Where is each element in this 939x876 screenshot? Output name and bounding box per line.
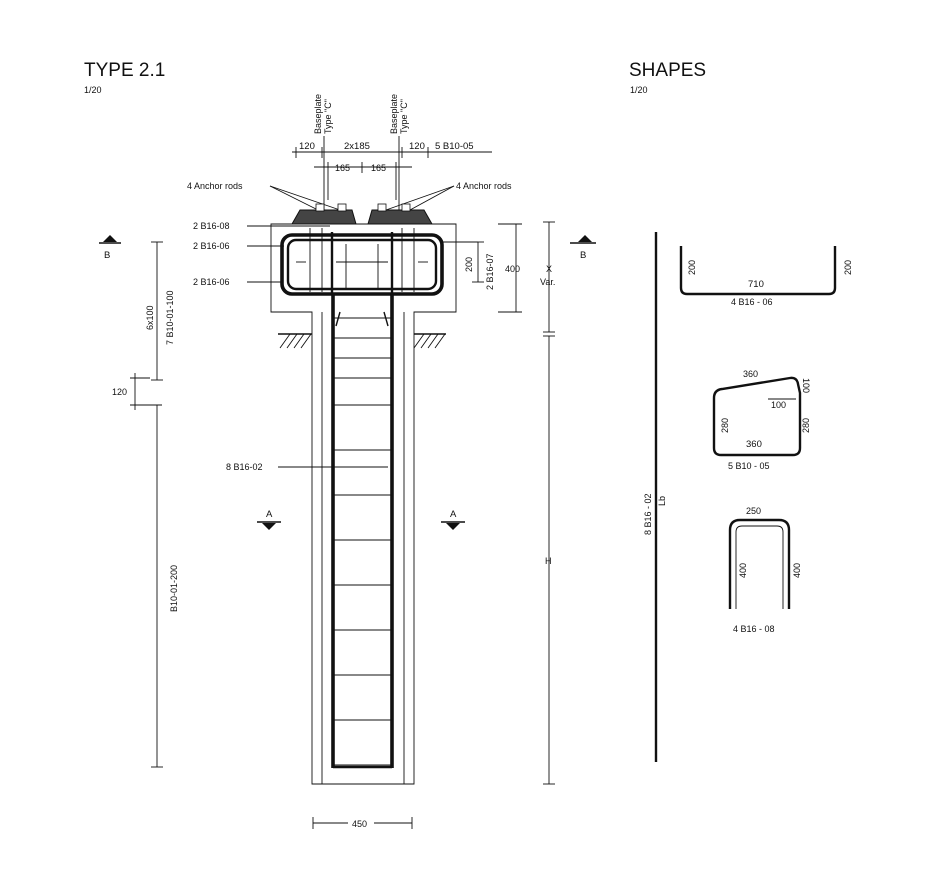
u-bar-left-dim: 200 bbox=[687, 260, 697, 275]
stirrup-left-dim: 280 bbox=[720, 418, 730, 433]
cap-dim-x bbox=[543, 221, 555, 333]
column-main-bars bbox=[331, 288, 394, 769]
u-bar-label: 4 B16 - 06 bbox=[731, 297, 773, 307]
dim-120-right: 120 bbox=[409, 141, 425, 152]
label-2-b16-07: 2 B16-07 bbox=[485, 253, 495, 290]
height-dimension bbox=[543, 335, 555, 785]
var-label: Var. bbox=[540, 277, 555, 287]
dim-2x185: 2x185 bbox=[344, 141, 370, 152]
u-bar-shape bbox=[679, 246, 837, 296]
stirrup-top-label: 7 B10-01-100 bbox=[165, 290, 175, 345]
hook-bar-right-dim: 400 bbox=[792, 563, 802, 578]
dim-120-left: 120 bbox=[299, 141, 315, 152]
baseplate-right-label: Baseplate Type "C" bbox=[389, 94, 409, 215]
label-2-b16-06-bottom: 2 B16-06 bbox=[193, 277, 230, 287]
stirrup-label: 5 B10 - 05 bbox=[728, 461, 770, 471]
dim-450: 450 bbox=[352, 819, 367, 829]
stirrup-top-count: 6x100 bbox=[145, 305, 155, 330]
section-b-right-marker bbox=[570, 235, 596, 244]
section-b-right-label: B bbox=[580, 250, 586, 261]
ground-hatch-left bbox=[278, 333, 312, 349]
hook-bar-left-dim: 400 bbox=[738, 563, 748, 578]
dim-200: 200 bbox=[464, 257, 474, 272]
width-dimension bbox=[312, 817, 413, 829]
stirrup-main-dimension bbox=[151, 405, 163, 768]
section-a-left-marker bbox=[257, 521, 281, 530]
baseplate-right bbox=[367, 203, 433, 225]
stirrup-top-dim: 360 bbox=[743, 369, 758, 379]
anchor-rods-left-label: 4 Anchor rods bbox=[187, 181, 243, 191]
top-dimension-line bbox=[292, 147, 492, 158]
label-2-b16-08: 2 B16-08 bbox=[193, 221, 230, 231]
stirrup-right-dim: 280 bbox=[801, 418, 811, 433]
section-a-right-label: A bbox=[450, 509, 457, 520]
dim-400: 400 bbox=[505, 264, 520, 274]
hook-bar-inner bbox=[735, 525, 784, 609]
stirrup-main-label: B10-01-200 bbox=[169, 565, 179, 612]
u-bar-right-dim: 200 bbox=[843, 260, 853, 275]
svg-text:Baseplate: Baseplate bbox=[313, 94, 323, 134]
stirrup-bottom-dim: 360 bbox=[746, 439, 762, 450]
stirrup-top-dimension bbox=[151, 241, 163, 381]
label-5-b10-05: 5 B10-05 bbox=[435, 141, 474, 152]
dim-120-vert: 120 bbox=[112, 387, 127, 397]
stirrup-corner-dim: 100 bbox=[801, 378, 811, 393]
pile-cap-outline bbox=[270, 223, 457, 785]
column-stirrups bbox=[333, 317, 392, 766]
cap-reinforcement bbox=[280, 228, 444, 327]
hook-bar-top-dim: 250 bbox=[746, 506, 761, 516]
anchor-leader-lines bbox=[269, 185, 455, 211]
svg-text:Type "C": Type "C" bbox=[399, 99, 409, 134]
label-2-b16-06-top: 2 B16-06 bbox=[193, 241, 230, 251]
stirrup-inner-dim: 100 bbox=[771, 400, 786, 410]
section-b-left-marker bbox=[99, 235, 121, 244]
h-label: H bbox=[545, 556, 552, 566]
stirrup-shape bbox=[712, 376, 802, 457]
section-a-left-label: A bbox=[266, 509, 273, 520]
baseplate-left bbox=[291, 203, 357, 225]
type-scale: 1/20 bbox=[84, 85, 102, 95]
dim-165-right: 165 bbox=[371, 163, 386, 173]
anchor-rods-right-label: 4 Anchor rods bbox=[456, 181, 512, 191]
x-label: X bbox=[546, 264, 552, 274]
label-8-b16-02: 8 B16-02 bbox=[226, 462, 263, 472]
shapes-scale: 1/20 bbox=[630, 85, 648, 95]
ground-hatch-right bbox=[413, 333, 446, 349]
baseplate-left-label: Baseplate Type "C" bbox=[313, 94, 333, 215]
section-b-left-label: B bbox=[104, 250, 110, 261]
hook-bar-shape bbox=[728, 518, 791, 609]
u-bar-top-dim: 710 bbox=[748, 279, 764, 290]
long-bar-length: Lb bbox=[657, 496, 667, 506]
hook-bar-label: 4 B16 - 08 bbox=[733, 624, 775, 634]
type-title: TYPE 2.1 bbox=[84, 60, 165, 81]
cap-dim-400 bbox=[498, 223, 522, 313]
section-a-right-marker bbox=[441, 521, 465, 530]
svg-text:Type "C": Type "C" bbox=[323, 99, 333, 134]
dim-165-left: 165 bbox=[335, 163, 350, 173]
svg-text:Baseplate: Baseplate bbox=[389, 94, 399, 134]
shapes-title: SHAPES bbox=[629, 60, 706, 81]
long-bar-label: 8 B16 - 02 bbox=[643, 493, 653, 535]
anchor-spacing-dimension bbox=[314, 162, 412, 200]
